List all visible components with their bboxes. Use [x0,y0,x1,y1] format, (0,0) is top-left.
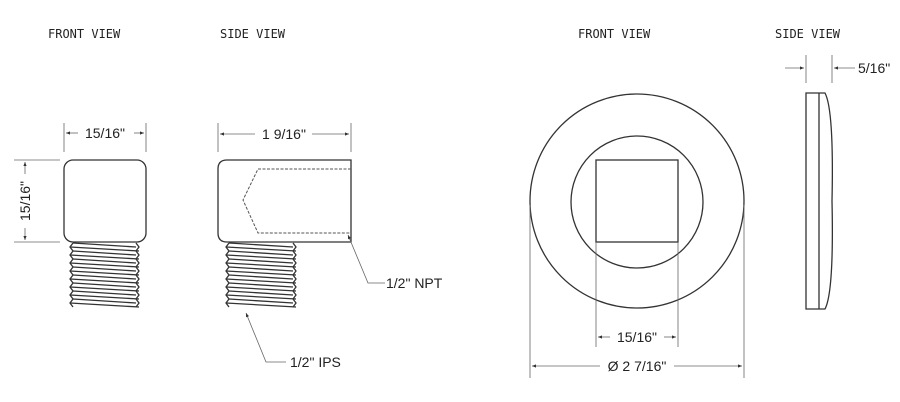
header-right-side-view: SIDE VIEW [775,27,841,41]
elbow-side-view: 1 9/16" 1/2" NPT 1/2" IPS [217,123,443,370]
header-left-side-view: SIDE VIEW [220,27,286,41]
flange-front-view: 15/16" Ø 2 7/16" [529,93,745,378]
flange-side-view: 5/16" [785,55,890,310]
header-left-front-view: FRONT VIEW [48,27,121,41]
npt-label: 1/2" NPT [386,275,443,291]
ips-label: 1/2" IPS [290,354,341,370]
thread-lines [225,242,297,308]
plug-width-dimension: 15/16" [85,125,125,141]
thread-lines [69,242,140,308]
flange-diameter-dimension: Ø 2 7/16" [608,358,667,374]
elbow-length-dimension: 1 9/16" [262,126,306,142]
square-width-dimension: 15/16" [617,329,657,345]
header-right-front-view: FRONT VIEW [578,27,651,41]
plug-front-view: 15/16" 15/16" [14,123,147,308]
plug-height-dimension: 15/16" [17,181,33,221]
flange-thickness-dimension: 5/16" [858,60,890,76]
